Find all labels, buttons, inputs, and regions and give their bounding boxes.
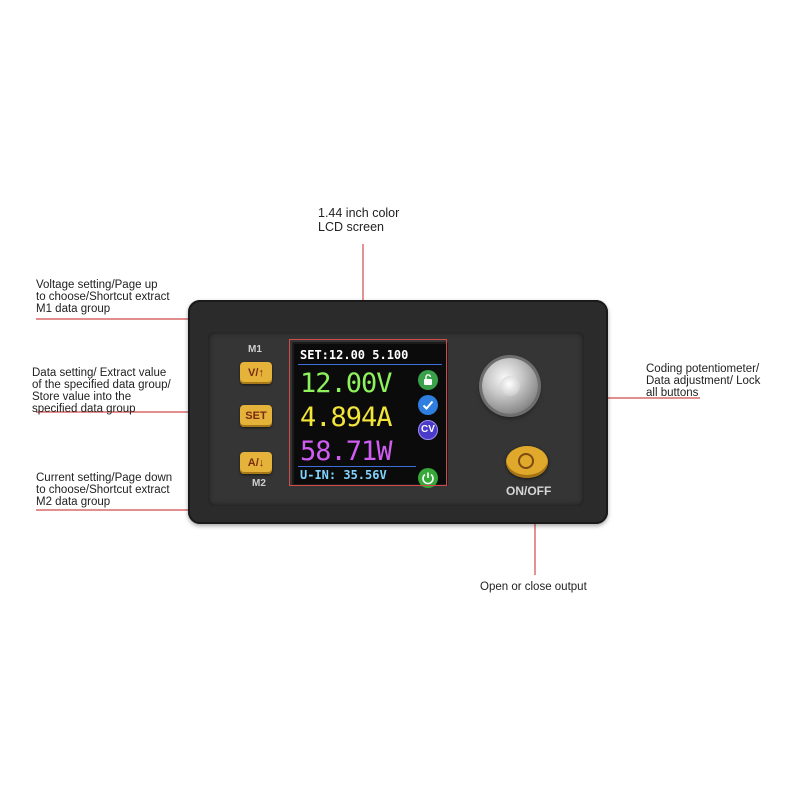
check-icon: [418, 395, 438, 415]
set-button[interactable]: SET: [240, 405, 272, 427]
lcd-divider-bottom: [298, 466, 416, 467]
callout-voltage-setting: Voltage setting/Page up to choose/Shortc…: [36, 279, 170, 315]
callout-voltage-line-3: M1 data group: [36, 303, 111, 315]
m1-label: M1: [248, 344, 262, 355]
callout-voltage-line-1: Voltage setting/Page up: [36, 279, 158, 291]
callout-lcd-line-2: LCD screen: [318, 220, 384, 234]
callout-lcd-screen: 1.44 inch color LCD screen: [318, 206, 399, 234]
lcd-screen: SET:12.00 5.100 12.00V 4.894A 58.71W U-I…: [292, 342, 448, 488]
lcd-power: 58.71W: [300, 436, 393, 467]
power-supply-module: M1 V/↑ SET A/↓ M2 SET:12.00 5.100 12.00V…: [188, 300, 608, 524]
callout-lcd-line-1: 1.44 inch color: [318, 206, 400, 220]
lcd-set-line: SET:12.00 5.100: [300, 348, 409, 362]
lcd-current: 4.894A: [300, 402, 393, 433]
m2-label: M2: [252, 478, 266, 489]
lcd-input-voltage: U-IN: 35.56V: [300, 468, 387, 482]
callout-current-line-1: Current setting/Page down: [36, 472, 173, 484]
power-icon: [418, 468, 438, 488]
callout-current-line-2: to choose/Shortcut extract: [36, 484, 170, 496]
unlock-icon: [418, 370, 438, 390]
callout-data-line-3: Store value into the: [32, 391, 132, 403]
callout-current-setting: Current setting/Page down to choose/Shor…: [36, 472, 172, 508]
on-off-button[interactable]: [506, 446, 548, 478]
voltage-up-button[interactable]: V/↑: [240, 362, 272, 384]
callout-coding-potentiometer: Coding potentiometer/ Data adjustment/ L…: [646, 363, 760, 399]
lcd-divider-top: [298, 364, 442, 365]
callout-data-line-4: specified data group: [32, 403, 136, 415]
current-down-button[interactable]: A/↓: [240, 452, 272, 474]
power-ring-icon: [518, 453, 534, 469]
cv-mode-icon: CV: [418, 420, 438, 440]
on-off-label: ON/OFF: [506, 484, 552, 498]
callout-data-line-1: Data setting/ Extract value: [32, 367, 167, 379]
callout-output: Open or close output: [480, 581, 587, 593]
callout-coding-line-2: Data adjustment/ Lock: [646, 375, 761, 387]
coding-potentiometer-knob[interactable]: [482, 358, 538, 414]
callout-data-setting: Data setting/ Extract value of the speci…: [32, 367, 171, 415]
callout-current-line-3: M2 data group: [36, 496, 111, 508]
callout-voltage-line-2: to choose/Shortcut extract: [36, 291, 170, 303]
callout-coding-line-1: Coding potentiometer/: [646, 363, 760, 375]
callout-coding-line-3: all buttons: [646, 387, 699, 399]
callout-output-line-1: Open or close output: [480, 581, 587, 593]
lcd-voltage: 12.00V: [300, 368, 393, 399]
callout-data-line-2: of the specified data group/: [32, 379, 171, 391]
knob-center: [500, 376, 520, 396]
